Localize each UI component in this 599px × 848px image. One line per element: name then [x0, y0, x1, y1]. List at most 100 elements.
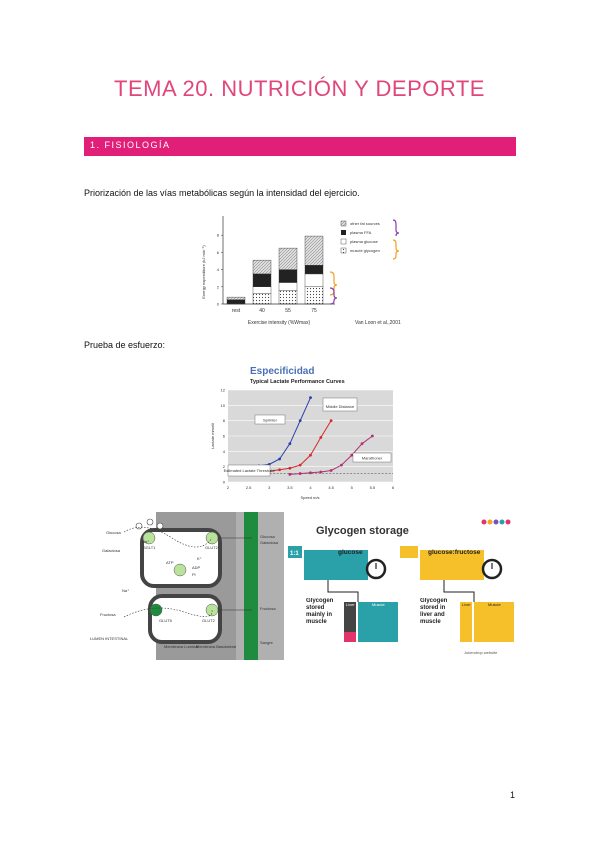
legend-label-3: muscle glycogen [350, 248, 380, 253]
glycogen-panel: Glycogen storage 1:1 glucose glucose:fru… [288, 512, 516, 660]
liver-label-left: Liver [346, 602, 355, 607]
sglt1-transporter [142, 531, 156, 545]
label-na: Na⁺ [142, 539, 149, 544]
lactate-ytick-label: 8 [223, 418, 226, 423]
lactate-point [309, 453, 312, 457]
section-heading-bar: 1. FISIOLOGÍA [84, 137, 516, 156]
blood-vessel [244, 512, 258, 660]
lactate-xlabel: Speed m/s [300, 495, 319, 500]
label-glucosa-out: Glucosa [260, 534, 275, 539]
muscle-label-left: Muscle [372, 602, 385, 607]
energy-bar-segment [278, 290, 298, 305]
energy-bar-segment [252, 293, 272, 305]
muscle-bar-right [474, 602, 514, 642]
label-fructosa: Fructosa [100, 612, 116, 617]
right-connector [443, 580, 475, 602]
lactate-subtitle: Typical Lactate Performance Curves [250, 379, 345, 385]
energy-source: Van Loon et al.,2001 [355, 320, 401, 326]
lactate-xtick-label: 4 [309, 485, 312, 490]
glucose-molecule-icon [146, 518, 154, 526]
lactate-ytick-label: 0 [223, 480, 226, 485]
muscle-bar-left [358, 602, 398, 642]
energy-bar-segment [304, 286, 324, 305]
lactate-ytick-label: 6 [223, 434, 226, 439]
glucose-molecule-icon [135, 522, 143, 530]
energy-xtick-label: 40 [259, 308, 265, 314]
enterocyte-bottom [148, 594, 222, 644]
energy-bar-segment [226, 296, 246, 300]
liver-label-right: Liver [462, 602, 471, 607]
lactate-point [319, 470, 323, 474]
label-box-threshold [227, 464, 271, 477]
energy-ytick-label: 4 [217, 267, 220, 272]
lactate-xtick-label: 4.5 [328, 485, 334, 490]
glucose-path [123, 526, 213, 548]
lactate-point [319, 436, 323, 439]
lactate-point [278, 457, 281, 461]
legend-label-1: plasma FFA [350, 230, 372, 235]
glut5-transporter [149, 603, 163, 617]
label-na-out: Na⁺ [122, 588, 129, 593]
lactate-ytick-label: 2 [223, 464, 226, 469]
lactate-xtick-label: 6 [392, 485, 395, 490]
label-glut5: GLUT5 [159, 618, 173, 623]
energy-ytick-label: 6 [217, 250, 220, 255]
legend-swatch-glucose [340, 238, 347, 245]
atpase-pump [173, 563, 187, 577]
lactate-xtick-label: 5 [351, 485, 354, 490]
lactate-point [329, 469, 333, 472]
label-k: K⁺ [197, 556, 202, 561]
transport-diagram: Glucosa Galactosa Fructosa SGLT1 GLUT2 G… [90, 512, 284, 660]
left-caption: Glycogen stored mainly in muscle [306, 598, 334, 625]
right-caption-wrap: Glycogen stored in liver and muscle [420, 598, 447, 625]
lactate-title: Especificidad [250, 366, 314, 377]
caption-stress-test: Prueba de esfuerzo: [84, 340, 166, 350]
label-membrana-basolateral: Membrana Basolateral [196, 644, 236, 649]
lactate-point [329, 419, 333, 423]
label-glucosa: Glucosa [106, 530, 121, 535]
label-threshold: Estimated Lactate Threshold [224, 468, 275, 473]
section-heading: 1. FISIOLOGÍA [90, 140, 171, 150]
legend-swatch-glycogen [340, 247, 347, 254]
galactose-molecule-icon [156, 522, 164, 530]
glucose-fructose-label: glucose:fructose [428, 549, 481, 556]
label-box-middle [322, 397, 358, 412]
label-sangre: Sangre [260, 640, 274, 645]
lactate-point [288, 472, 292, 476]
energy-bar-segment [278, 247, 298, 270]
label-pi: Pi [192, 572, 196, 577]
energy-bar-segment [304, 273, 324, 288]
lactate-point [288, 466, 292, 470]
energy-bar-segment [278, 269, 298, 283]
legend-label-2: plasma glucose [350, 239, 379, 244]
legend-label-0: other fat sources [350, 221, 380, 226]
lactate-xtick-label: 3.5 [287, 485, 293, 490]
liver-bar-right [460, 602, 472, 642]
energy-xtick-label: 75 [311, 308, 317, 314]
lactate-xtick-label: 5.5 [370, 485, 376, 490]
energy-ytick-label: 8 [217, 233, 220, 238]
lactate-ytick-label: 12 [221, 388, 226, 393]
energy-bar-segment [278, 282, 298, 291]
ratio-tag-label: 1:1 [290, 551, 299, 557]
energy-bar-segment [252, 286, 272, 294]
energy-bar-segment [304, 265, 324, 275]
label-glut2-top: GLUT2 [205, 545, 219, 550]
lactate-point [309, 396, 312, 400]
energy-bar-segment [226, 299, 246, 305]
lactate-point [370, 434, 374, 438]
energy-xtick-label: 55 [285, 308, 291, 314]
energy-xlabel: Exercise intensity (%Wmax) [248, 320, 311, 326]
label-atp: ATP [166, 560, 174, 565]
lactate-xtick-label: 2.5 [246, 485, 252, 490]
muscle-label-right: Muscle [488, 602, 501, 607]
bracket-fat-bar [329, 287, 338, 305]
enterocyte-top [140, 528, 222, 588]
label-sprinter: Sprinter [263, 418, 278, 423]
ratio-tag-right [400, 546, 418, 558]
label-galactosa: Galactosa [102, 548, 121, 553]
glycogen-title: Glycogen storage [316, 525, 409, 537]
lactate-point [309, 471, 312, 475]
left-connector [327, 580, 359, 602]
page-title: TEMA 20. NUTRICIÓN Y DEPORTE [114, 76, 485, 101]
